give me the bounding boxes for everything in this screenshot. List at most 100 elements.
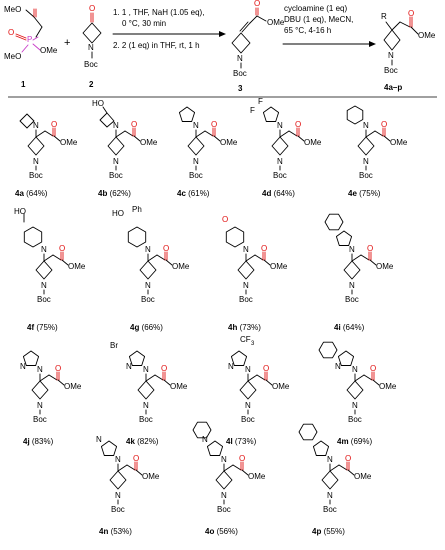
compound-id: 4l <box>226 437 233 446</box>
condition-line-2: 0 °C, 30 min <box>122 19 166 28</box>
ome-label: OMe <box>248 472 266 481</box>
ester-o-label: O <box>161 364 167 373</box>
ester-o-label: O <box>163 244 169 253</box>
compound-yield: (64%) <box>271 189 295 198</box>
product-series-label: 4a–p <box>384 83 402 92</box>
reagent-2: O N Boc 2 <box>82 4 102 89</box>
amine-n-label: N <box>33 121 39 130</box>
boc-label: Boc <box>345 295 359 304</box>
azetidine-n-label: N <box>113 157 119 166</box>
compound-yield: (64%) <box>341 323 365 332</box>
amine-n-label: N <box>41 245 47 254</box>
azetidine-n-label: N <box>327 491 333 500</box>
compound-yield: (53%) <box>108 527 132 536</box>
ester-o-label: O <box>345 454 351 463</box>
compound-caption-4l: 4l (73%) <box>226 437 257 446</box>
meo-top-label: MeO <box>4 5 21 14</box>
compound-yield: (62%) <box>107 189 131 198</box>
ome-label: OMe <box>142 472 160 481</box>
compound-id: 4i <box>334 323 341 332</box>
compound-yield: (75%) <box>34 323 58 332</box>
benzimidazole-n-label: N <box>202 435 208 444</box>
azetidine-n-label: N <box>363 157 369 166</box>
morpholine-o-label: O <box>222 215 228 224</box>
compound-id: 4m <box>337 437 349 446</box>
compound-yield: (64%) <box>24 189 48 198</box>
compound-yield: (73%) <box>237 323 261 332</box>
hydroxy-label: HO <box>112 209 124 218</box>
reaction-arrow-1: 1. 1 , THF, NaH (1.05 eq), 0 °C, 30 min … <box>112 8 226 50</box>
azetidine-n-label: N <box>243 281 249 290</box>
boc-label: Boc <box>241 415 255 424</box>
azetidine-n-label: N <box>245 401 251 410</box>
boc-label: Boc <box>29 171 43 180</box>
boc-label: Boc <box>359 171 373 180</box>
compound-caption-4k: 4k (82%) <box>126 437 159 446</box>
azetidine-n-label: N <box>349 281 355 290</box>
compound-id: 4a <box>15 189 24 198</box>
compound-yield: (83%) <box>30 437 54 446</box>
compound-caption-4a: 4a (64%) <box>15 189 48 198</box>
compound-caption-4o: 4o (56%) <box>205 527 238 536</box>
ester-o-label: O <box>211 120 217 129</box>
ome-label: OMe <box>140 138 158 147</box>
compound-caption-4p: 4p (55%) <box>312 527 345 536</box>
condition2-line-3: 65 °C, 4-16 h <box>284 26 331 35</box>
compound-yield: (66%) <box>139 323 163 332</box>
boc-label: Boc <box>239 295 253 304</box>
ome-label: OMe <box>172 262 190 271</box>
boc-label: Boc <box>33 415 47 424</box>
ome-label: OMe <box>220 138 238 147</box>
phenyl-label: Ph <box>132 205 142 214</box>
boc-label: Boc <box>37 295 51 304</box>
ome-label: OMe <box>170 382 188 391</box>
amine-n-label: N <box>115 455 121 464</box>
condition-line-1: 1. 1 , THF, NaH (1.05 eq), <box>113 8 204 17</box>
amine-n-label: N <box>363 121 369 130</box>
compound-caption-4m: 4m (69%) <box>337 437 372 446</box>
product-boc-label: Boc <box>384 66 398 75</box>
compound-caption-4e: 4e (75%) <box>348 189 381 198</box>
ester-o-label: O <box>370 364 376 373</box>
ketone-oxygen-label: O <box>89 4 95 13</box>
reaction-arrow-2: cycloamine (1 eq) DBU (1 eq), MeCN, 65 °… <box>282 4 376 47</box>
ester-o-label: O <box>133 454 139 463</box>
ester-o-label: O <box>59 244 65 253</box>
ome-label: OMe <box>64 382 82 391</box>
compound-id: 4n <box>99 527 108 536</box>
boc-label: Boc <box>217 505 231 514</box>
ester-o-label: O <box>131 120 137 129</box>
ome-label: OMe <box>270 262 288 271</box>
boc-label: Boc <box>139 415 153 424</box>
compound-yield: (75%) <box>357 189 381 198</box>
boc-label: Boc <box>141 295 155 304</box>
indazole-n-label: N <box>335 362 341 371</box>
hydroxy-label: HO <box>92 99 104 108</box>
ome-label: OMe <box>272 382 290 391</box>
compound-caption-4f: 4f (75%) <box>27 323 58 332</box>
intermediate-3: O OMe N Boc 3 <box>231 0 285 93</box>
product-ome-label: OMe <box>418 31 436 40</box>
product-n-label: N <box>388 51 394 60</box>
compound-id: 4c <box>177 189 186 198</box>
ome-label: OMe <box>304 138 322 147</box>
reagent-1: MeO O P OMe MeO 1 <box>4 5 58 89</box>
product-o-label: O <box>408 9 414 18</box>
compound-id: 4p <box>312 527 321 536</box>
intermediate-boc-label: Boc <box>233 69 247 78</box>
pyrazole-n-label: N <box>126 362 132 371</box>
boc-label: Boc <box>323 505 337 514</box>
amine-n-label: N <box>145 245 151 254</box>
compound-yield: (69%) <box>349 437 373 446</box>
amine-n-label: N <box>327 455 333 464</box>
ome-label: OMe <box>354 472 372 481</box>
ester-o-label: O <box>367 244 373 253</box>
azetidine-n-label: N <box>37 401 43 410</box>
